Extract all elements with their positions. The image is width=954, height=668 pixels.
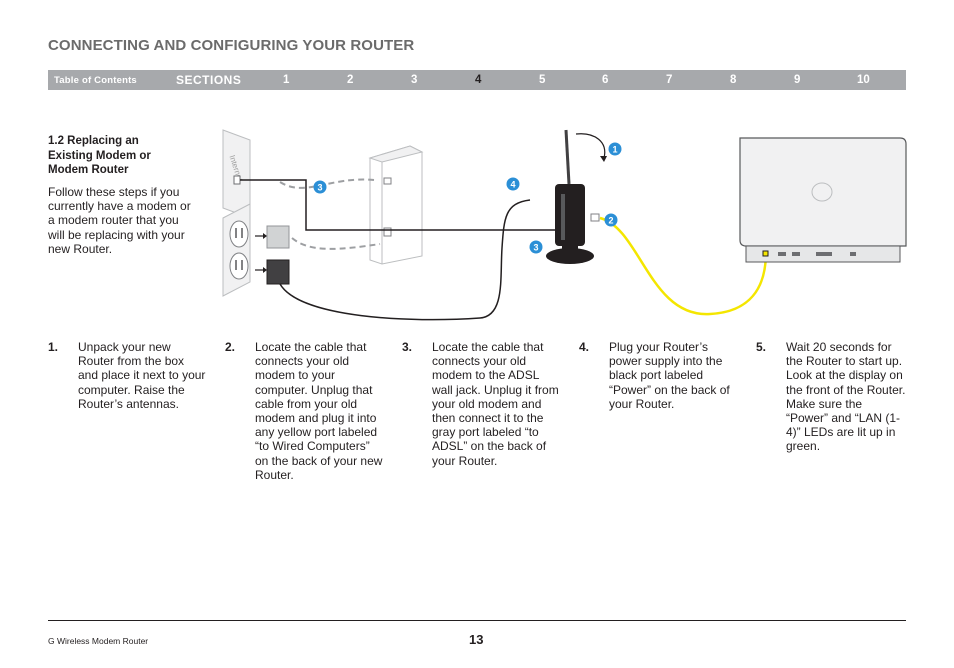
section-link-9[interactable]: 9 [794, 74, 801, 86]
section-link-7[interactable]: 7 [666, 74, 673, 86]
new-power-adapter [255, 259, 290, 285]
page-title: CONNECTING AND CONFIGURING YOUR ROUTER [48, 37, 415, 54]
step-text: Unpack your new Router from the box and … [78, 340, 206, 411]
step-text: Locate the cable that connects your old … [255, 340, 383, 482]
section-link-5[interactable]: 5 [539, 74, 546, 86]
page-number: 13 [469, 632, 484, 647]
step-number: 5. [756, 340, 767, 354]
wall-plate: Internet [222, 129, 251, 219]
callout-3-lower: 3 [529, 240, 543, 254]
new-router [546, 129, 607, 264]
step-text: Locate the cable that connects your old … [432, 340, 559, 468]
section-link-1[interactable]: 1 [283, 74, 290, 86]
section-link-10[interactable]: 10 [857, 74, 870, 86]
svg-text:3: 3 [533, 243, 538, 253]
intro-paragraph: Follow these steps if you currently have… [48, 185, 191, 256]
svg-text:4: 4 [510, 180, 515, 190]
callout-3-upper: 3 [313, 180, 327, 194]
step-text: Wait 20 seconds for the Router to start … [786, 340, 906, 454]
callout-1: 1 [608, 142, 622, 156]
callout-4: 4 [506, 177, 520, 191]
sections-label: SECTIONS [176, 73, 242, 87]
section-nav-bar: Table of Contents SECTIONS 1 2 3 4 5 6 7… [48, 70, 906, 90]
footer-divider [48, 620, 906, 621]
section-link-2[interactable]: 2 [347, 74, 354, 86]
section-link-3[interactable]: 3 [411, 74, 418, 86]
callout-2: 2 [604, 213, 618, 227]
table-of-contents-link[interactable]: Table of Contents [54, 75, 137, 86]
old-modem [368, 145, 424, 265]
section-heading: 1.2 Replacing an Existing Modem or Modem… [48, 135, 151, 176]
power-outlet [222, 203, 251, 297]
step-number: 1. [48, 340, 59, 354]
svg-text:3: 3 [317, 183, 322, 193]
section-link-8[interactable]: 8 [730, 74, 737, 86]
step-text: Plug your Router’s power supply into the… [609, 340, 730, 411]
svg-text:2: 2 [608, 216, 613, 226]
connection-diagram: Internet [222, 129, 907, 321]
svg-text:1: 1 [612, 145, 617, 155]
section-link-4[interactable]: 4 [475, 74, 482, 86]
step-number: 4. [579, 340, 590, 354]
footer-product-name: G Wireless Modem Router [48, 636, 149, 646]
step-number: 3. [402, 340, 413, 354]
step-number: 2. [225, 340, 236, 354]
laptop [739, 137, 907, 263]
section-link-6[interactable]: 6 [602, 74, 609, 86]
old-power-adapter [255, 225, 290, 249]
